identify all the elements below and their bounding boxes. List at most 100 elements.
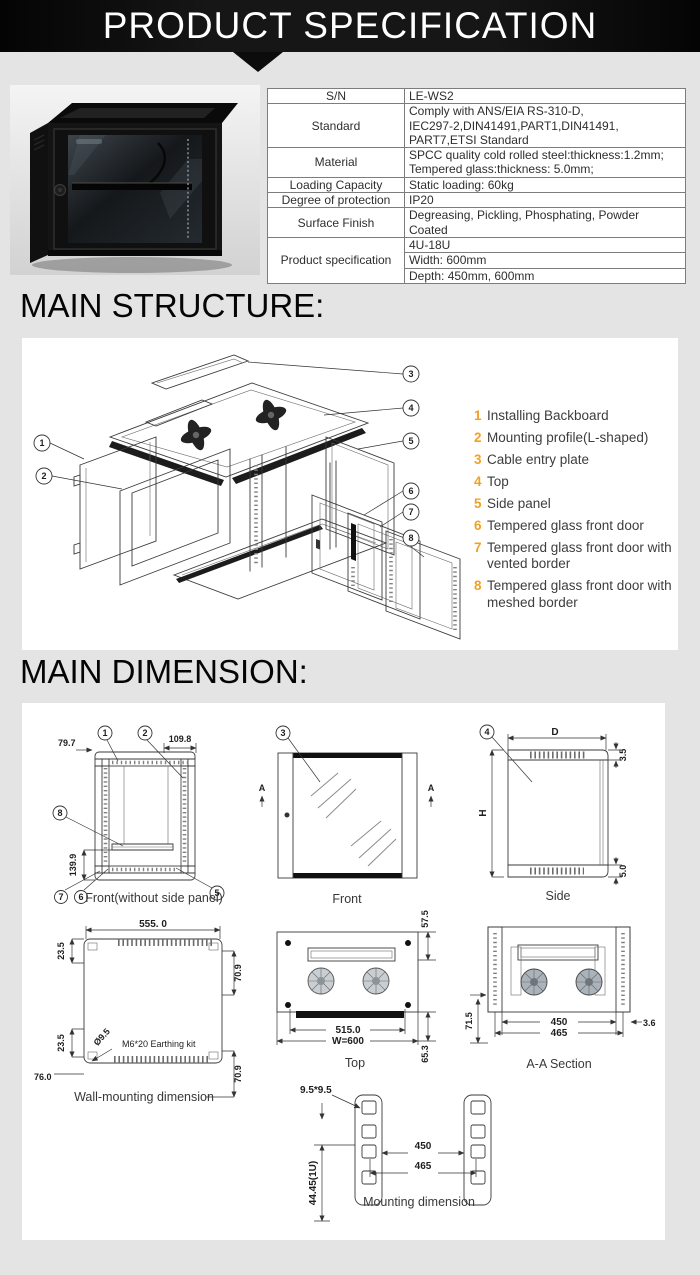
exploded-diagram: 1 2 3 4 5 6 7 8 xyxy=(33,354,461,640)
fan-left xyxy=(307,967,335,995)
dim-hole-9-5x9-5: 9.5*9.5 xyxy=(300,1085,332,1096)
table-row: Surface Finish Degreasing, Pickling, Pho… xyxy=(267,207,686,238)
callout-7: 7 xyxy=(408,507,413,517)
drawing-caption: Mounting dimension xyxy=(363,1195,475,1209)
earthing-kit-label: M6*20 Earthing kit xyxy=(122,1039,196,1049)
dim-555: 555. 0 xyxy=(139,919,167,930)
callout-6: 6 xyxy=(78,892,83,902)
spec-label-prodspec: Product specification xyxy=(280,253,392,268)
spec-label-loading: Loading Capacity xyxy=(289,177,383,192)
spec-value-standard-line2: IEC297-2,DIN41491,PART1,DIN41491, xyxy=(409,118,619,133)
dim-23-5-bottom: 23.5 xyxy=(56,1034,66,1052)
callout-4: 4 xyxy=(484,727,489,737)
legend-number: 2 xyxy=(474,429,482,445)
spec-value-protection: IP20 xyxy=(409,193,434,208)
structure-legend: 1 Installing Backboard 2 Mounting profil… xyxy=(474,408,672,617)
dim-79-7: 79.7 xyxy=(58,738,76,748)
table-row: Loading Capacity Static loading: 60kg xyxy=(267,176,686,194)
spec-value-standard-line3: PART7,ETSI Standard xyxy=(409,132,529,147)
dim-70-9-bottom: 70.9 xyxy=(233,1065,243,1083)
legend-number: 8 xyxy=(474,578,482,594)
spec-value-prodspec-3: Depth: 450mm, 600mm xyxy=(409,268,535,283)
legend-number: 4 xyxy=(474,473,482,489)
drawing-caption: A-A Section xyxy=(526,1057,591,1071)
legend-item: 5 Side panel xyxy=(474,496,672,512)
spec-value-finish: Degreasing, Pickling, Phosphating, Powde… xyxy=(409,208,640,237)
dim-139-9: 139.9 xyxy=(68,854,78,877)
spec-label-material: Material xyxy=(314,155,358,170)
legend-item: 7 Tempered glass front door with vented … xyxy=(474,540,672,573)
legend-item: 8 Tempered glass front door with meshed … xyxy=(474,578,672,611)
top-view-drawing: 57.5 65.3 515.0 W=600 Top xyxy=(276,910,436,1070)
dim-76-0: 76.0 xyxy=(34,1072,52,1082)
side-view-drawing: D H 3.5 5.0 4 Side xyxy=(478,724,628,903)
legend-number: 7 xyxy=(474,539,482,555)
drawing-caption: Side xyxy=(545,889,570,903)
spec-value-material-line2: Tempered glass:thickness: 5.0mm; xyxy=(409,162,594,177)
spec-label-sn: S/N xyxy=(325,89,346,103)
section-title-structure: MAIN STRUCTURE: xyxy=(20,287,325,324)
spec-table: S/N LE-WS2 Standard Comply with ANS/EIA … xyxy=(267,87,686,284)
section-title-dimension: MAIN DIMENSION: xyxy=(20,653,308,690)
legend-text: Mounting profile(L-shaped) xyxy=(487,429,649,445)
front-view-drawing: A A 3 Front xyxy=(259,725,435,906)
dim-44-45-1u: 44.45(1U) xyxy=(308,1161,319,1205)
legend-item: 6 Tempered glass front door xyxy=(474,518,672,534)
callout-1: 1 xyxy=(102,728,107,738)
dim-515: 515.0 xyxy=(335,1025,360,1036)
legend-number: 3 xyxy=(474,451,482,467)
spec-label-finish: Surface Finish xyxy=(297,215,375,230)
callout-5: 5 xyxy=(408,436,413,446)
callout-1: 1 xyxy=(39,438,44,448)
dim-65-3: 65.3 xyxy=(420,1045,430,1063)
dim-3-5: 3.5 xyxy=(618,749,628,762)
legend-number: 1 xyxy=(474,408,482,423)
legend-text: Top xyxy=(487,473,509,489)
callout-6: 6 xyxy=(408,486,413,496)
dim-450: 450 xyxy=(551,1017,568,1028)
dim-109-8: 109.8 xyxy=(169,734,192,744)
front-without-side-panel-drawing: 79.7 109.8 139.9 1 2 8 5 7 6 Front(witho… xyxy=(52,725,225,905)
legend-text: Cable entry plate xyxy=(487,451,590,467)
banner-notch-icon xyxy=(233,52,283,72)
dim-w600: W=600 xyxy=(332,1036,364,1047)
legend-text: Tempered glass front door with meshed bo… xyxy=(487,578,672,610)
legend-number: 5 xyxy=(474,495,482,511)
callout-2: 2 xyxy=(41,471,46,481)
legend-text: Tempered glass front door with vented bo… xyxy=(487,539,672,572)
drawing-caption: Front(without side panel) xyxy=(85,891,223,905)
legend-item: 3 Cable entry plate xyxy=(474,452,672,468)
fan-right xyxy=(362,967,390,995)
legend-text: Installing Backboard xyxy=(487,408,609,423)
mounting-dimension-drawing: 9.5*9.5 450 465 44.45(1U) Mounting dimen… xyxy=(300,1085,492,1222)
dim-D: D xyxy=(551,727,558,738)
header-banner: PRODUCT SPECIFICATION xyxy=(0,0,700,52)
table-row: Standard Comply with ANS/EIA RS-310-D, I… xyxy=(267,103,686,149)
product-photo xyxy=(10,85,260,275)
callout-3: 3 xyxy=(408,369,413,379)
table-row: S/N LE-WS2 xyxy=(267,87,686,105)
dim-70-9-top: 70.9 xyxy=(233,964,243,982)
spec-value-prodspec-1: 4U-18U xyxy=(409,237,451,252)
spec-value-loading: Static loading: 60kg xyxy=(409,177,514,192)
spec-label-standard: Standard xyxy=(311,118,361,133)
dim-465: 465 xyxy=(415,1161,432,1172)
cabinet-photo-illustration xyxy=(10,85,260,275)
section-marker-left: A xyxy=(259,783,266,793)
section-marker-right: A xyxy=(428,783,435,793)
drawing-caption: Front xyxy=(332,892,362,906)
callout-2: 2 xyxy=(142,728,147,738)
dim-71-5: 71.5 xyxy=(464,1012,474,1030)
drawing-caption: Top xyxy=(345,1056,365,1070)
table-row: Degree of protection IP20 xyxy=(267,192,686,209)
wall-mounting-drawing: 555. 0 23.5 70.9 23.5 70.9 76.0 Ø9.5 M6*… xyxy=(34,919,243,1104)
callout-3: 3 xyxy=(280,728,285,738)
table-row: Material SPCC quality cold rolled steel:… xyxy=(267,147,686,178)
callout-7: 7 xyxy=(58,892,63,902)
dim-57-5: 57.5 xyxy=(420,910,430,928)
callout-8: 8 xyxy=(57,808,62,818)
spec-value-material-line1: SPCC quality cold rolled steel:thickness… xyxy=(409,148,664,163)
dim-hole-9-5: Ø9.5 xyxy=(92,1026,112,1047)
spec-label-protection: Degree of protection xyxy=(281,193,391,208)
dim-3-6: 3.6 xyxy=(643,1018,656,1028)
